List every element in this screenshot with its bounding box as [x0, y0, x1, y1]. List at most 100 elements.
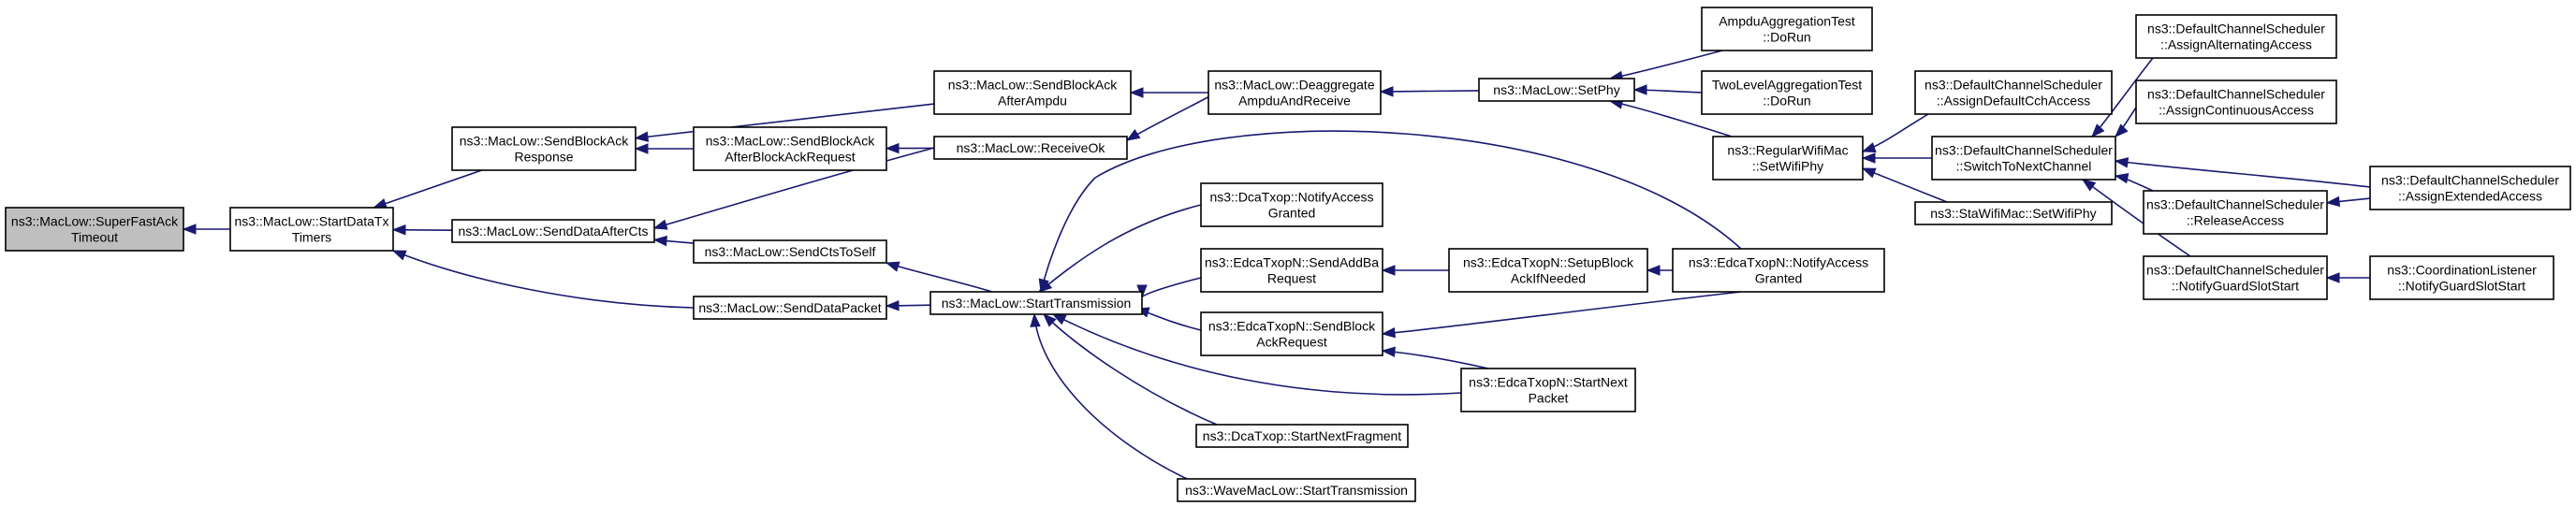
edge-line: [1382, 291, 1742, 335]
node-label: ns3::DefaultChannelScheduler: [2146, 197, 2324, 212]
arrowhead-icon: [1632, 84, 1647, 95]
node-box: [1177, 478, 1416, 502]
node-label: AckIfNeeded: [1511, 271, 1586, 286]
node-label: ::ReleaseAccess: [2187, 213, 2284, 228]
node-label: ns3::DcaTxop::StartNextFragment: [1203, 428, 1402, 443]
node-label: AckRequest: [1256, 335, 1327, 350]
node-box: [1672, 248, 1885, 293]
edge-line: [1033, 313, 1188, 480]
arrowhead-icon: [634, 143, 649, 154]
node-notifyguard[interactable]: ns3::DefaultChannelScheduler::NotifyGuar…: [2143, 255, 2328, 300]
node-receiveok[interactable]: ns3::MacLow::ReceiveOk: [933, 136, 1128, 160]
arrowhead-icon: [885, 261, 900, 272]
arrowhead-icon: [1043, 313, 1057, 327]
node-box: [693, 239, 887, 264]
edge-line: [886, 262, 993, 293]
node-label: ns3::EdcaTxopN::SendAddBa: [1205, 255, 1379, 270]
node-label: ns3::RegularWifiMac: [1727, 143, 1848, 158]
arrowhead-icon: [885, 142, 900, 154]
arrowhead-icon: [373, 198, 388, 209]
node-label: ns3::DefaultChannelScheduler: [2146, 263, 2324, 278]
edge-senddatapacket-to-startdatatx: [391, 250, 695, 309]
edge-assigndefault-to-regularwifimac: [1861, 113, 1929, 152]
edge-sendblockackresp-to-startdatatx: [373, 169, 482, 209]
node-coordlistener[interactable]: ns3::CoordinationListener::NotifyGuardSl…: [2369, 255, 2554, 300]
edge-line: [1040, 130, 1742, 293]
node-box: [5, 207, 184, 252]
node-box: [2369, 166, 2571, 210]
edge-edcastartnext-to-starttransmission: [1051, 313, 1462, 396]
arrowhead-icon: [1379, 86, 1394, 97]
node-label: Timers: [292, 230, 331, 245]
edge-releaseaccess-to-switchtonext: [2114, 173, 2154, 192]
node-box: [1200, 311, 1383, 356]
node-ampdutest[interactable]: AmpduAggregationTest::DoRun: [1701, 7, 1873, 51]
node-box: [2143, 255, 2328, 300]
node-assignextended[interactable]: ns3::DefaultChannelScheduler::AssignExte…: [2369, 166, 2571, 210]
node-box: [1200, 248, 1383, 293]
edge-assignalternating-to-switchtonext: [2091, 57, 2154, 138]
node-senddatapacket[interactable]: ns3::MacLow::SendDataPacket: [693, 296, 887, 320]
arrowhead-icon: [2114, 173, 2130, 184]
arrowhead-icon: [885, 300, 900, 311]
node-box: [1701, 70, 1873, 115]
node-stawifimac[interactable]: ns3::StaWifiMac::SetWifiPhy: [1914, 201, 2113, 225]
node-sendctstoself[interactable]: ns3::MacLow::SendCtsToSelf: [693, 239, 887, 264]
node-switchtonext[interactable]: ns3::DefaultChannelScheduler::SwitchToNe…: [1931, 136, 2116, 181]
node-senddataaftercts[interactable]: ns3::MacLow::SendDataAfterCts: [451, 219, 655, 243]
node-box: [451, 126, 637, 171]
edge-setphy-to-deaggregate: [1379, 86, 1480, 97]
arrowhead-icon: [2081, 179, 2097, 192]
node-label: TwoLevelAggregationTest: [1712, 78, 1862, 93]
edge-line: [2115, 160, 2371, 188]
node-label: ns3::StaWifiMac::SetWifiPhy: [1930, 206, 2096, 221]
node-regularwifimac[interactable]: ns3::RegularWifiMac::SetWifiPhy: [1712, 136, 1864, 181]
edge-line: [653, 147, 935, 229]
node-label: ::NotifyGuardSlotStart: [2398, 279, 2525, 294]
arrowhead-icon: [2325, 195, 2341, 208]
node-label: ns3::MacLow::SendBlockAck: [948, 78, 1119, 93]
node-label: Packet: [1529, 391, 1569, 406]
node-assigncontinuous[interactable]: ns3::DefaultChannelScheduler::AssignCont…: [2135, 80, 2337, 124]
node-wavestarttx[interactable]: ns3::WaveMacLow::StartTransmission: [1177, 478, 1416, 502]
node-twoleveltest[interactable]: TwoLevelAggregationTest::DoRun: [1701, 70, 1873, 115]
node-box: [229, 207, 394, 252]
node-starttransmission[interactable]: ns3::MacLow::StartTransmission: [929, 291, 1143, 315]
arrowhead-icon: [182, 224, 197, 235]
node-box: [2135, 80, 2337, 124]
arrowhead-icon: [1381, 346, 1396, 357]
node-label: ::AssignExtendedAccess: [2398, 189, 2542, 204]
node-assignalternating[interactable]: ns3::DefaultChannelScheduler::AssignAlte…: [2135, 14, 2337, 59]
edge-line: [1380, 90, 1480, 93]
edge-sendblockackafterreq-to-sendblockackresp: [634, 143, 694, 154]
node-label: ns3::EdcaTxopN::SetupBlock: [1463, 255, 1634, 270]
edge-sendblockackafterampdu-to-sendblockackresp: [634, 103, 935, 142]
node-sendblockackafterreq[interactable]: ns3::MacLow::SendBlockAckAfterBlockAckRe…: [693, 126, 887, 171]
node-dcastartnextfrag[interactable]: ns3::DcaTxop::StartNextFragment: [1195, 424, 1409, 448]
arrowhead-icon: [1861, 142, 1877, 152]
node-assigndefault[interactable]: ns3::DefaultChannelScheduler::AssignDefa…: [1914, 70, 2113, 115]
node-label: ::SetWifiPhy: [1752, 159, 1823, 174]
node-label: ::DoRun: [1763, 94, 1810, 108]
node-setphy[interactable]: ns3::MacLow::SetPhy: [1478, 78, 1635, 102]
node-releaseaccess[interactable]: ns3::DefaultChannelScheduler::ReleaseAcc…: [2143, 190, 2328, 235]
node-label: ns3::MacLow::Deaggregate: [1214, 78, 1374, 93]
arrowhead-icon: [2115, 123, 2129, 137]
node-label: AmpduAndReceive: [1238, 94, 1351, 108]
arrowhead-icon: [652, 235, 667, 247]
arrowhead-icon: [391, 250, 407, 261]
arrowhead-icon: [1125, 128, 1141, 141]
node-label: ::SwitchToNextChannel: [1956, 159, 2092, 174]
